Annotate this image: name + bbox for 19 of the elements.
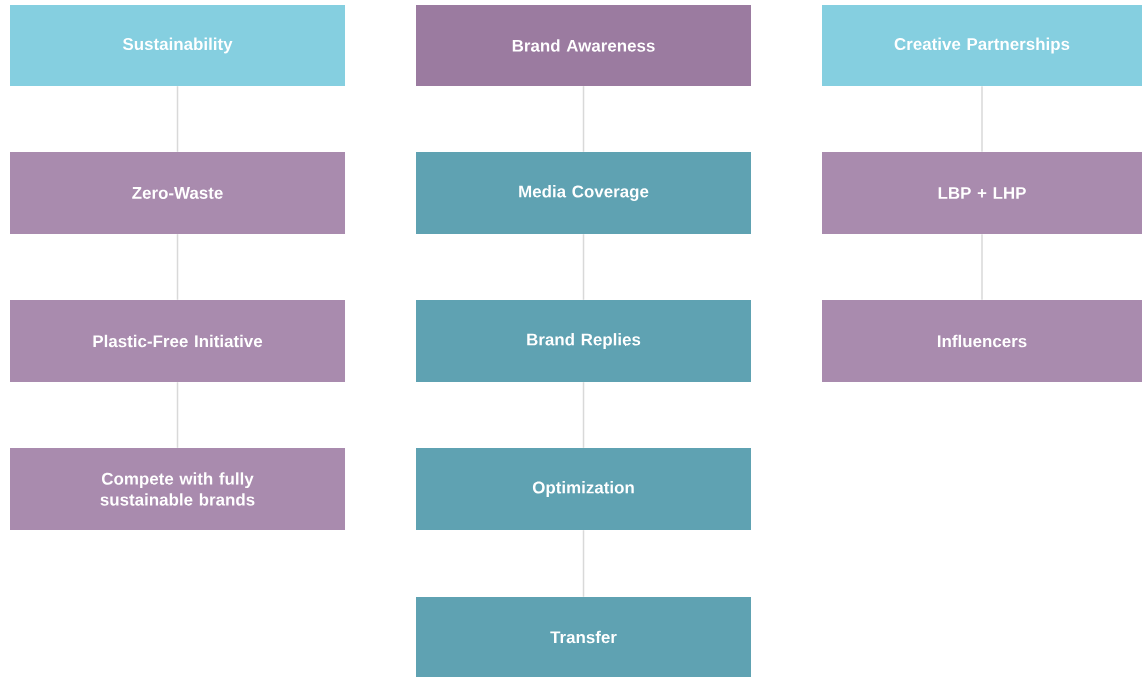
process-box: Zero-Waste bbox=[10, 152, 345, 234]
connector-line bbox=[582, 529, 585, 598]
process-box: Brand Replies bbox=[416, 300, 751, 382]
process-box: Plastic-Free Initiative bbox=[10, 300, 345, 382]
process-box: Transfer bbox=[416, 597, 751, 677]
connector-line bbox=[582, 233, 585, 301]
connector-line bbox=[176, 381, 179, 449]
process-box: Creative Partnerships bbox=[822, 5, 1142, 86]
process-box: Optimization bbox=[416, 448, 751, 530]
connector-line bbox=[582, 85, 585, 153]
process-box: Brand Awareness bbox=[416, 5, 751, 86]
process-box: Sustainability bbox=[10, 5, 345, 86]
process-box: Media Coverage bbox=[416, 152, 751, 234]
process-box: Influencers bbox=[822, 300, 1142, 382]
connector-line bbox=[582, 381, 585, 449]
connector-line bbox=[176, 233, 179, 301]
connector-line bbox=[176, 85, 179, 153]
process-box: LBP + LHP bbox=[822, 152, 1142, 234]
process-box: Compete with fully sustainable brands bbox=[10, 448, 345, 530]
